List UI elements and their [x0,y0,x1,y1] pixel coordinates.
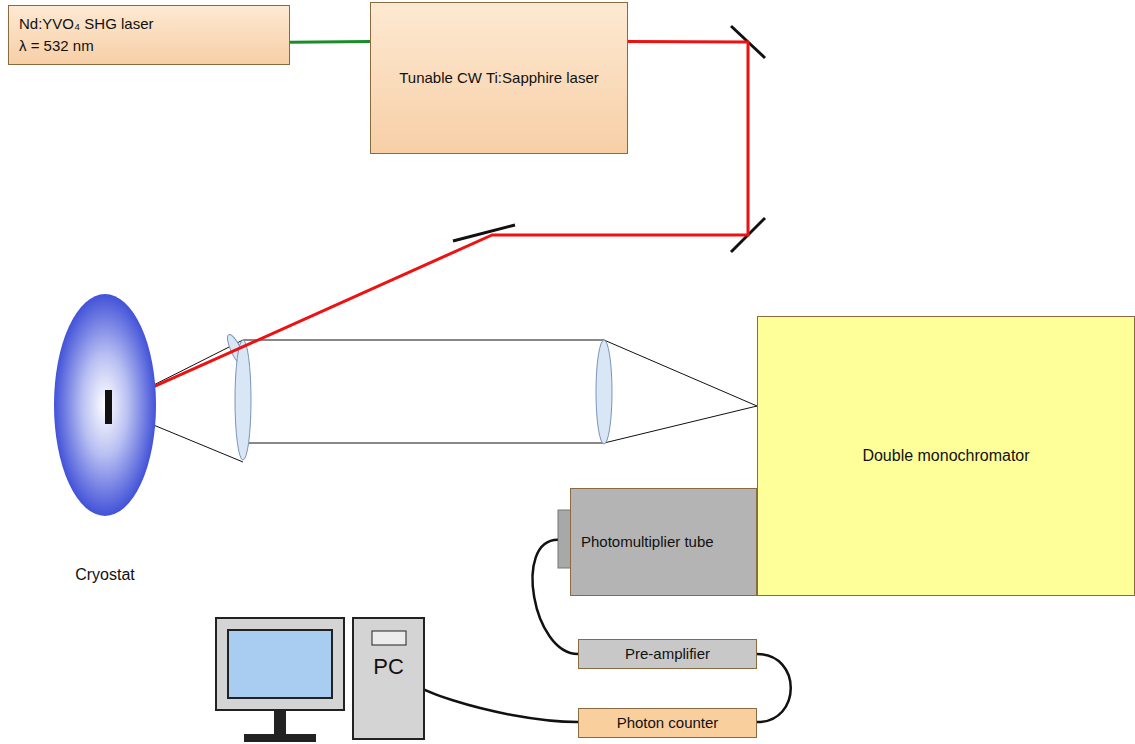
collection-lens [235,340,251,460]
signal-cable [757,654,791,722]
monitor [216,618,344,742]
node-label: PC [373,653,404,681]
laser-box: Nd:YVO₄ SHG laser λ = 532 nm [8,5,290,65]
node-label: Nd:YVO₄ SHG laser [19,15,154,34]
collection-lens [596,340,612,444]
node-label: Photon counter [617,714,719,733]
laser-beam [290,40,370,44]
light-rays [110,340,757,462]
node-label: Double monochromator [862,446,1029,466]
signal-cable [413,679,578,723]
cryostat-outline [53,293,157,517]
node-label: Pre-amplifier [625,645,710,664]
node-label: λ = 532 nm [19,37,94,56]
computer-tower: PC [352,617,425,740]
electronics-box: Pre-amplifier [578,639,757,669]
sample [105,390,112,424]
detector-box: Photomultiplier tube [570,488,757,596]
cryostat: Cryostat [53,293,157,517]
node-label: Photomultiplier tube [581,533,714,552]
node-label: Cryostat [75,565,135,585]
laser-box: Tunable CW Ti:Sapphire laser [370,2,628,154]
monochromator-box: Double monochromator [757,316,1135,596]
node-label: Tunable CW Ti:Sapphire laser [399,69,599,88]
electronics-box: Photon counter [578,708,757,738]
